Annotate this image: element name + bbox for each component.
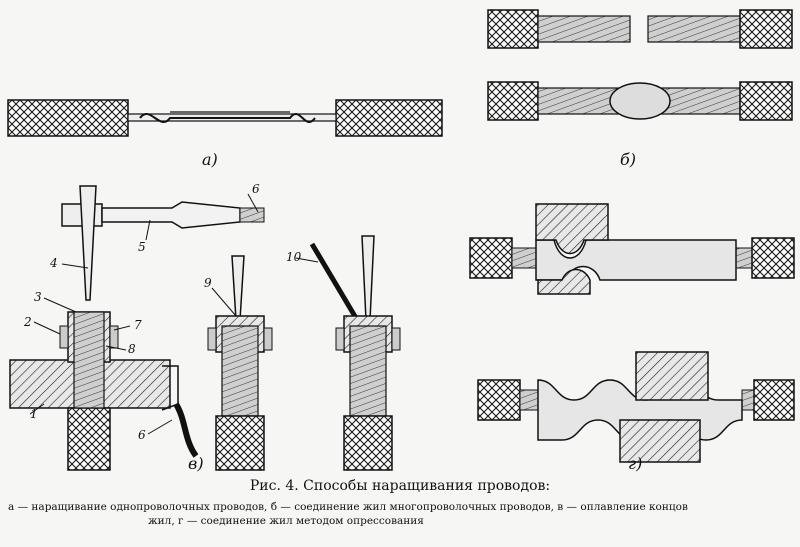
panel-v-drawing bbox=[9, 185, 401, 471]
figure-caption-title: Рис. 4. Способы наращивания проводов: bbox=[249, 478, 551, 494]
panel-label-g: г) bbox=[628, 454, 643, 473]
caption-line-1: а — наращивание однопроволочных проводов… bbox=[8, 501, 688, 513]
part-number-8: 8 bbox=[128, 342, 136, 356]
part-number-2: 2 bbox=[24, 315, 32, 329]
part-number-5: 5 bbox=[138, 240, 146, 254]
panel-a-drawing bbox=[7, 99, 443, 137]
caption-line-2: жил, г — соединение жил методом опрессов… bbox=[148, 515, 424, 527]
figure-drawing bbox=[7, 9, 795, 471]
panel-label-v: в) bbox=[188, 454, 204, 473]
panel-g-drawing bbox=[469, 203, 795, 463]
panel-label-b: б) bbox=[620, 150, 637, 169]
part-number-9: 9 bbox=[204, 276, 212, 290]
part-number-10: 10 bbox=[286, 250, 302, 264]
panel-b-drawing bbox=[487, 9, 793, 121]
part-number-7: 7 bbox=[134, 318, 142, 332]
part-number-3: 3 bbox=[34, 290, 42, 304]
panel-label-a: а) bbox=[202, 150, 218, 169]
figure-caption-legend: а — наращивание однопроволочных проводов… bbox=[8, 500, 792, 528]
part-number-1: 1 bbox=[30, 407, 38, 421]
part-number-6-top: 6 bbox=[252, 182, 260, 196]
part-number-4: 4 bbox=[50, 256, 58, 270]
part-number-6-bottom: 6 bbox=[138, 428, 146, 442]
